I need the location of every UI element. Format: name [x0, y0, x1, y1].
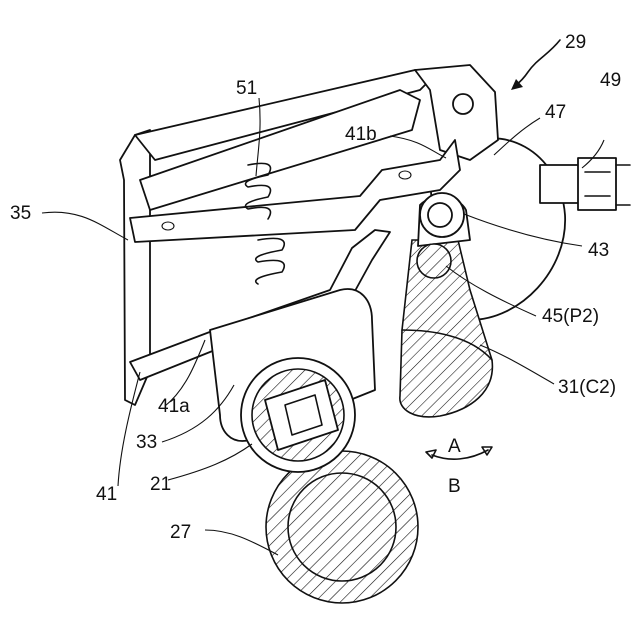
label-43: 43	[588, 240, 609, 261]
label-49: 49	[600, 70, 621, 91]
label-51: 51	[236, 78, 257, 99]
label-29: 29	[565, 32, 586, 53]
label-35: 35	[10, 203, 31, 224]
roller-21	[241, 358, 355, 472]
pin-45	[417, 244, 451, 278]
label-41a: 41a	[158, 396, 190, 417]
label-33: 33	[136, 432, 157, 453]
label-45: 45(P2)	[542, 306, 599, 327]
label-27: 27	[170, 522, 191, 543]
label-41: 41	[96, 484, 117, 505]
label-31: 31(C2)	[558, 377, 616, 398]
roller-27	[266, 451, 418, 603]
label-direction-a: A	[448, 436, 461, 457]
device-arrow-29	[511, 40, 560, 90]
label-47: 47	[545, 102, 566, 123]
label-21: 21	[150, 474, 171, 495]
label-direction-b: B	[448, 476, 461, 497]
label-41b: 41b	[345, 124, 377, 145]
